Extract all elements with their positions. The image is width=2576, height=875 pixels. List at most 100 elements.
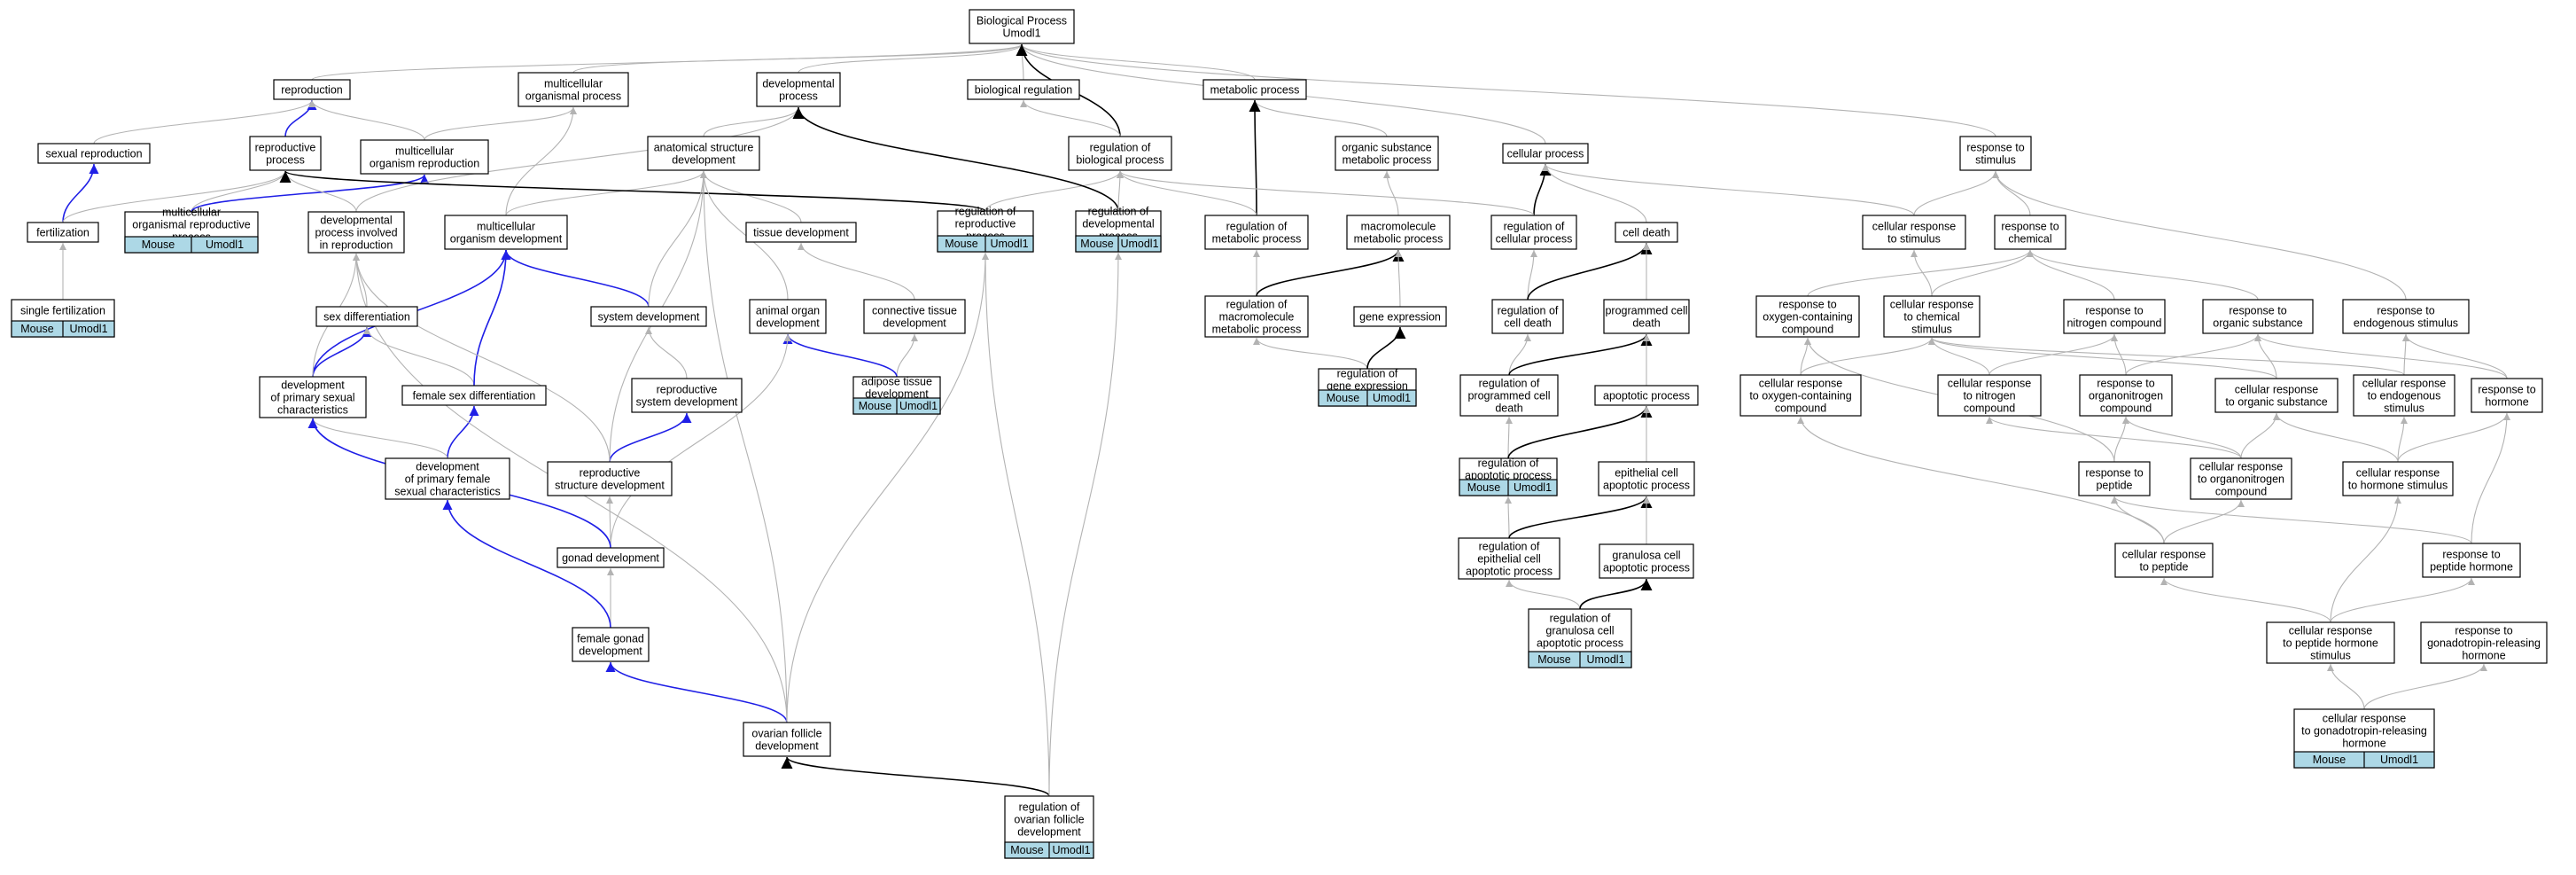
node-fert[interactable]: fertilization	[27, 222, 99, 243]
node-reproduction[interactable]: reproduction	[273, 79, 351, 100]
node-apop[interactable]: apoptotic process	[1594, 385, 1699, 406]
node-celldeath[interactable]: cell death	[1615, 222, 1678, 243]
node-box	[2342, 461, 2454, 496]
edge-crpephorm-to-crpep	[2160, 577, 2331, 623]
node-sysdev[interactable]: system development	[590, 306, 707, 327]
node-label-line: compound	[2100, 402, 2152, 415]
node-sexrep[interactable]: sexual reproduction	[37, 143, 151, 164]
node-label-line: death	[1632, 317, 1660, 330]
node-bioreg[interactable]: biological regulation	[967, 79, 1080, 100]
node-label-line: developmental	[320, 215, 392, 227]
node-label-line: response to	[2085, 467, 2143, 480]
node-label-line: organonitrogen	[2089, 390, 2163, 402]
edge-dpfsc-to-dpsc	[309, 418, 448, 459]
edge-sexrep-to-reproduction	[93, 99, 315, 145]
node-regdev[interactable]: regulation ofdevelopmentalprocessMouseUm…	[1075, 206, 1162, 253]
node-label-line: development	[672, 154, 735, 167]
edge-crpephorm-to-crhorm	[2330, 496, 2401, 623]
node-label-line: to nitrogen	[1963, 390, 2015, 402]
node-cellproc[interactable]: cellular process	[1502, 143, 1589, 164]
node-label-line: response to	[2442, 549, 2500, 561]
node-label-line: structure development	[555, 480, 665, 492]
node-label-line: hormone	[2462, 650, 2505, 662]
node-tissdev[interactable]: tissue development	[745, 222, 857, 243]
node-box	[1598, 461, 1695, 496]
edge-rsd-to-sysdev	[645, 326, 688, 379]
node-gonad[interactable]: gonad development	[556, 547, 665, 568]
node-label-line: granulosa cell	[1612, 550, 1680, 562]
node-fsd[interactable]: female sex differentiation	[401, 385, 547, 406]
node-metab[interactable]: metabolic process	[1202, 79, 1307, 100]
node-box	[2422, 543, 2521, 578]
node-sexdiff[interactable]: sex differentiation	[315, 306, 418, 327]
node-geneexp[interactable]: gene expression	[1353, 306, 1447, 327]
edge-regcd-to-regcell	[1527, 249, 1537, 301]
node-box	[401, 385, 547, 406]
edge-crorgn-to-rorgn	[2122, 416, 2242, 459]
node-box	[1491, 299, 1564, 334]
node-box	[360, 139, 489, 175]
node-regrep[interactable]: regulation ofreproductiveprocessMouseUmo…	[937, 206, 1034, 253]
node-box	[27, 222, 99, 243]
badge-gene: Umodl1	[1514, 481, 1552, 494]
node-label-line: sexual reproduction	[45, 148, 142, 160]
